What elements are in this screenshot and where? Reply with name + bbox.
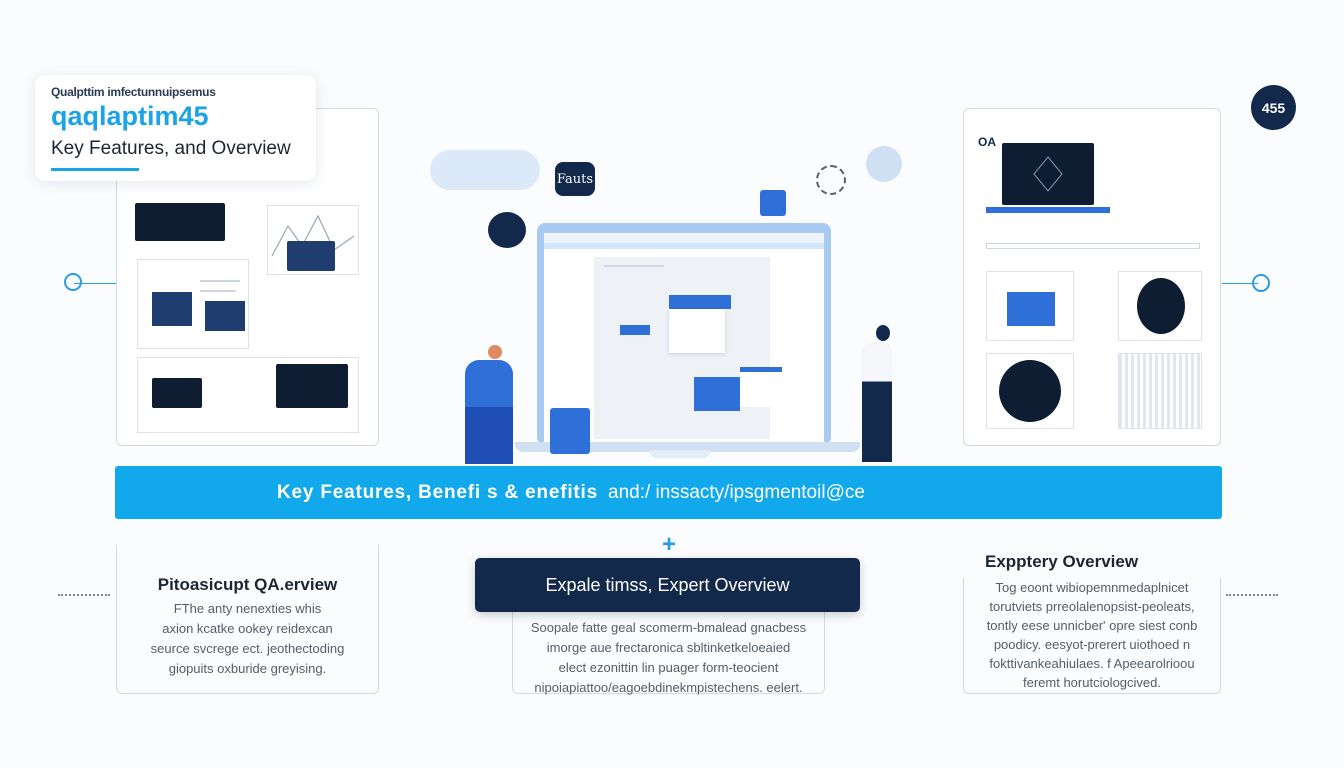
- banner-text: and:/ inssacty/ipsgmentoil@ce: [608, 481, 865, 503]
- chart-thumbnail: [267, 205, 359, 275]
- content-area: [594, 257, 782, 439]
- app-toolbar: [544, 233, 824, 243]
- action-button[interactable]: [620, 325, 650, 335]
- laptop-screen: [1007, 292, 1055, 326]
- features-banner: Key Features, Benefi s & enefitis and:/ …: [115, 466, 1222, 519]
- monitor-image: [276, 364, 348, 408]
- card-line: imorge aue frectaronica sbltinketkeloeai…: [546, 640, 791, 655]
- right-feature-panel: OA: [963, 108, 1221, 446]
- person-right: [862, 342, 892, 462]
- card-line: Tog eoont wibiopemnmedaplnicet: [995, 580, 1189, 595]
- laptop-icon: [287, 241, 335, 271]
- panel-label: OA: [978, 135, 996, 149]
- card-line: FThe anty nenexties whis: [173, 601, 322, 616]
- laptop-base: [515, 442, 860, 452]
- card-body: Soopale fatte geal scomerm-bmalead gnacb…: [513, 618, 824, 698]
- laptop-stand: [650, 450, 710, 458]
- title-kicker: Qualpttim imfectunnuipsemus: [51, 85, 216, 99]
- image-block: [205, 301, 245, 331]
- network-icon: [999, 360, 1061, 422]
- progress-bar: [986, 243, 1200, 249]
- chat-icon: [488, 212, 526, 248]
- clock-icon: [816, 165, 846, 195]
- card-line: nipoiapiattoo/eagoebdinekmpistechens. ee…: [534, 680, 803, 695]
- title-underline: [51, 168, 139, 171]
- overview-card-center: Soopale fatte geal scomerm-bmalead gnacb…: [512, 600, 825, 695]
- overview-card-left: Pitoasicupt QA.erview FThe anty nenextie…: [116, 545, 379, 694]
- card-body: Tog eoont wibiopemnmedaplnicet torutviet…: [964, 578, 1220, 692]
- network-tile: [986, 353, 1074, 429]
- number-badge: 455: [1251, 85, 1296, 130]
- speech-bubble: Fauts: [555, 162, 595, 196]
- person-head: [876, 325, 890, 341]
- device-thumbnail: [137, 357, 359, 433]
- monitor-image: [135, 203, 225, 241]
- dashboard-thumbnail: [137, 259, 249, 349]
- connector-line: [1222, 283, 1258, 284]
- connector-line: [74, 283, 116, 284]
- text-line: [200, 290, 236, 292]
- text-line: [200, 280, 240, 282]
- card-line: torutviets prreolalenopsist-peoleats,: [989, 599, 1195, 614]
- monitor-image: [152, 378, 202, 408]
- idea-tile: [1118, 271, 1202, 341]
- person-left: [465, 360, 513, 464]
- info-card: [694, 377, 740, 411]
- card-title: Pitoasicupt QA.erview: [157, 575, 338, 594]
- image-block: [152, 292, 192, 326]
- dotted-connector: [1226, 594, 1278, 596]
- card-title: Expptery Overview: [985, 552, 1139, 571]
- app-window: [544, 233, 824, 445]
- bulb-icon: [1137, 278, 1185, 334]
- card-line: seurce svcrege ect. jeothectoding: [150, 641, 345, 656]
- brand-title: qaqlaptim45: [51, 101, 209, 131]
- data-tile: [1118, 353, 1202, 429]
- plus-icon: +: [662, 531, 677, 558]
- card-line: tontly eese unnicber' opre siest conb: [986, 618, 1198, 633]
- app-tabbar: [544, 243, 824, 249]
- card-body: FThe anty nenexties whis axion kcatke oo…: [117, 599, 378, 679]
- card-line: feremt horutciologcived.: [1022, 675, 1161, 690]
- title-card: Qualpttim imfectunnuipsemus qaqlaptim45 …: [35, 75, 316, 181]
- card-line: elect ezonittin lin puager form-teocient: [558, 660, 779, 675]
- card-line: poodicy. eesyot-prerert uiothoed n: [993, 637, 1191, 652]
- card-line: Soopale fatte geal scomerm-bmalead gnacb…: [530, 620, 807, 635]
- info-panel: [740, 367, 782, 407]
- text-line: [604, 265, 664, 267]
- laptop-image: [1002, 143, 1094, 205]
- gear-icon: [866, 146, 902, 182]
- pin-icon: [64, 273, 82, 291]
- cloud-icon: [430, 150, 540, 190]
- card-line: axion kcatke ookey reidexcan: [162, 621, 333, 636]
- overview-card-right: Tog eoont wibiopemnmedaplnicet torutviet…: [963, 578, 1221, 694]
- banner-bold-text: Key Features, Benefi s & enefitis: [277, 481, 599, 503]
- card-line: fokttivankeahiulaes. f Apeearolrioou: [989, 656, 1195, 671]
- window-icon: [760, 190, 786, 216]
- dotted-connector: [58, 594, 110, 596]
- popup-list: [669, 309, 725, 353]
- popup-header: [669, 295, 731, 309]
- laptop-tile: [986, 271, 1074, 341]
- card-line: giopuits oxburide greyising.: [168, 661, 327, 676]
- pin-icon: [1252, 274, 1270, 292]
- expert-overview-header: Expale timss, Expert Overview: [475, 558, 860, 612]
- document-icon: [550, 408, 590, 454]
- laptop-base: [986, 207, 1110, 213]
- person-head: [488, 345, 502, 359]
- page-subtitle: Key Features, and Overview: [51, 138, 291, 159]
